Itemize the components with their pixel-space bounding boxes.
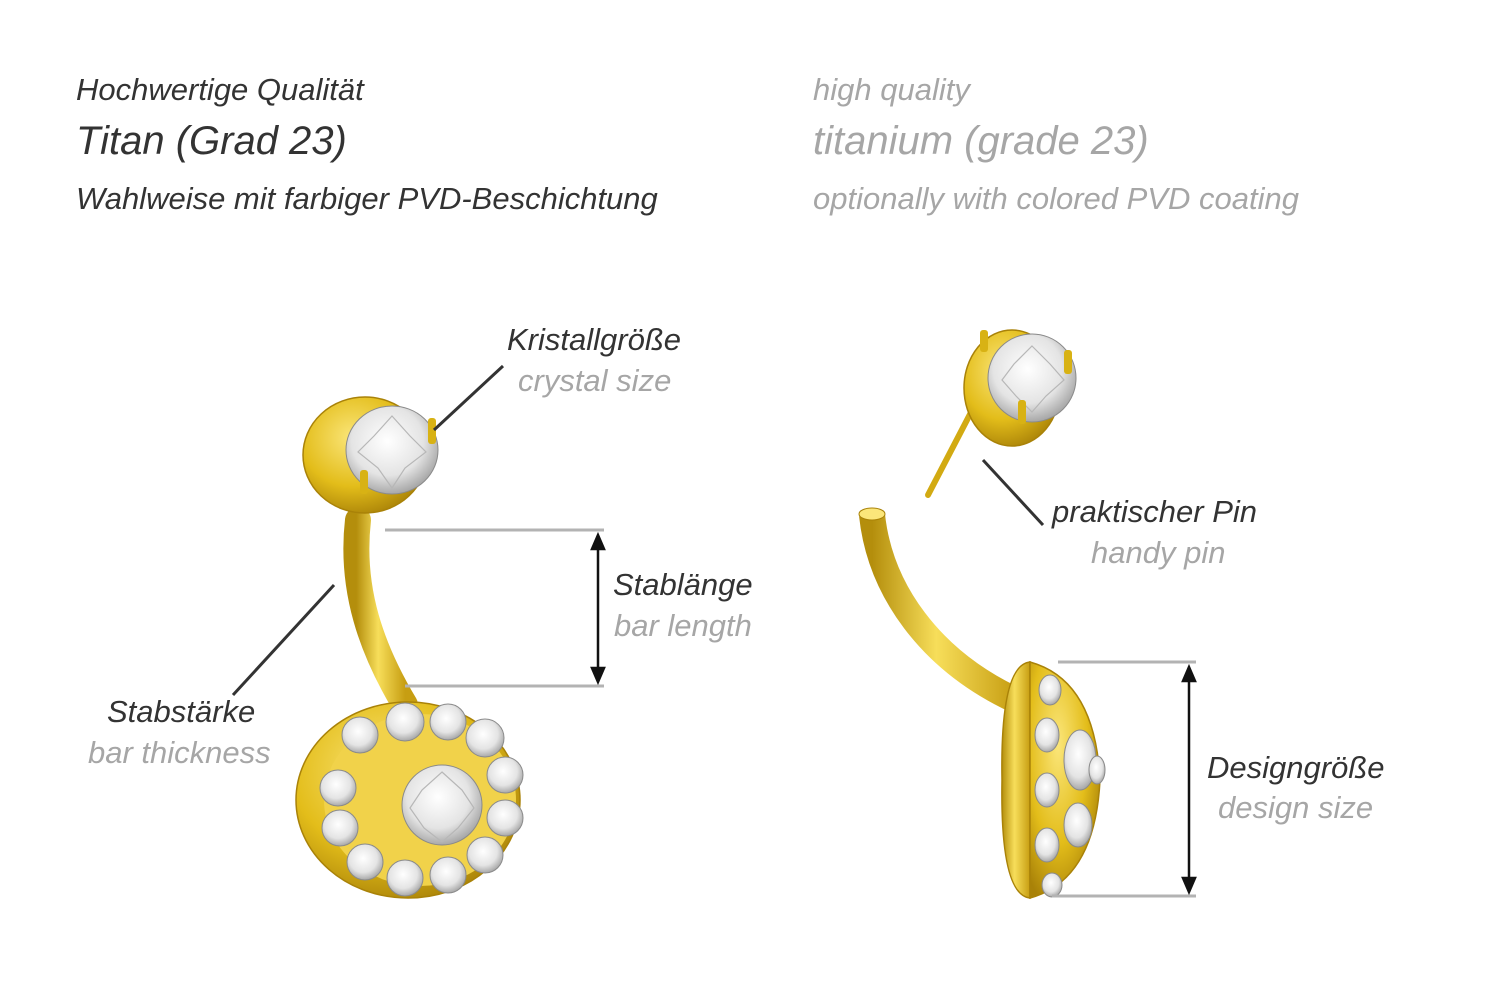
bar-thickness-label-de: Stabstärke xyxy=(107,694,256,729)
bar-thickness-label-en: bar thickness xyxy=(88,735,271,770)
thickness-pointer-line xyxy=(231,583,336,697)
guide-lines xyxy=(385,528,1196,898)
crystal-size-label-de: Kristallgröße xyxy=(507,322,681,357)
curved-bar xyxy=(343,507,418,718)
crystal-pointer-line xyxy=(432,364,505,432)
header-quality-de: Hochwertige Qualität xyxy=(76,72,364,107)
header-coating-en: optionally with colored PVD coating xyxy=(813,181,1299,216)
header-material-en: titanium (grade 23) xyxy=(813,119,1149,163)
crystal-size-label-en: crystal size xyxy=(518,363,672,398)
curved-bar-open xyxy=(859,513,1021,712)
pointer-lines xyxy=(231,364,1045,697)
pin-crystal-setting xyxy=(925,329,1077,498)
bar-length-label-en: bar length xyxy=(614,608,752,643)
dimension-arrows xyxy=(590,531,1197,896)
pin-pointer-line xyxy=(981,458,1045,527)
design-size-label-en: design size xyxy=(1218,790,1374,825)
design-side-view xyxy=(1001,661,1106,899)
header-coating-de: Wahlweise mit farbiger PVD-Beschichtung xyxy=(76,181,658,216)
header-material-de: Titan (Grad 23) xyxy=(76,119,347,163)
belly-ring-disassembled xyxy=(858,329,1106,899)
top-crystal-setting xyxy=(302,396,439,514)
pin-label-en: handy pin xyxy=(1091,535,1226,570)
header-quality-en: high quality xyxy=(813,72,970,107)
bar-length-label-de: Stablänge xyxy=(613,567,753,602)
pin-label-de: praktischer Pin xyxy=(1052,494,1258,529)
bottom-crystal-design xyxy=(295,701,524,899)
belly-ring-assembled xyxy=(295,396,524,899)
design-size-label-de: Designgröße xyxy=(1207,750,1385,785)
